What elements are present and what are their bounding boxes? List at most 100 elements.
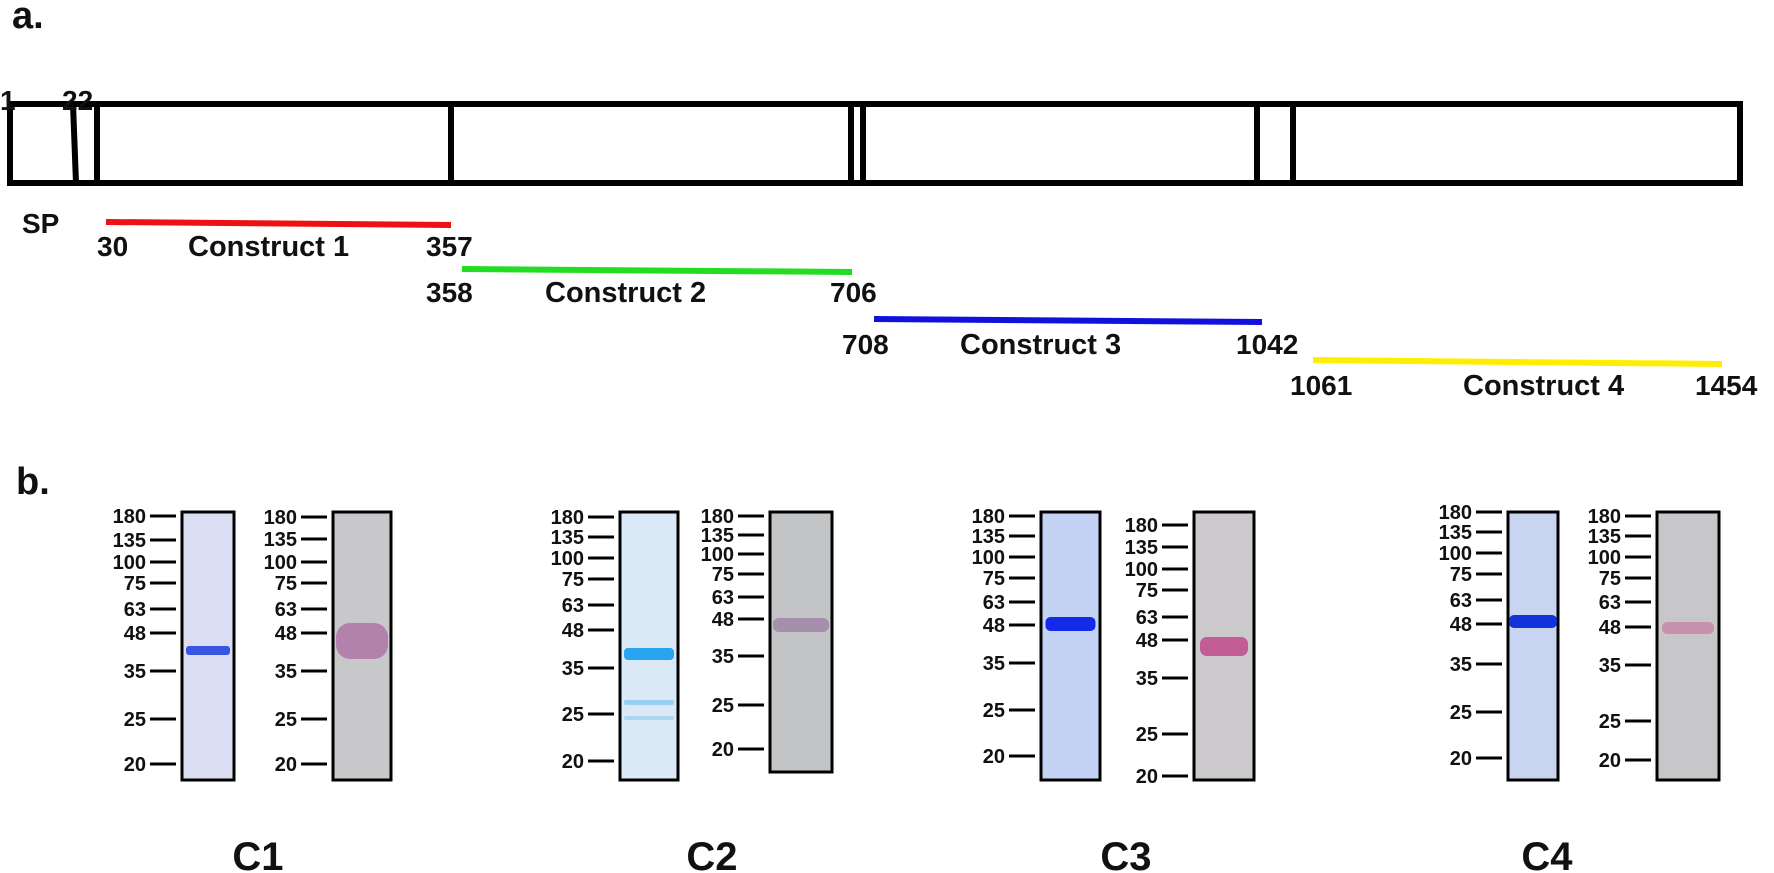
- construct-3-end: 1042: [1236, 329, 1298, 360]
- signal-peptide-label: SP: [22, 208, 59, 239]
- mw-marker-label: 75: [562, 569, 584, 591]
- mw-marker-label: 100: [701, 544, 734, 566]
- construct-1-line: [105, 219, 452, 228]
- mw-marker-label: 180: [264, 507, 297, 529]
- mw-marker-label: 75: [1599, 568, 1621, 590]
- construct-4-name: Construct 4: [1463, 370, 1624, 402]
- gel-title: C2: [686, 835, 737, 873]
- mw-marker-label: 75: [712, 564, 734, 586]
- construct-3-line: [873, 316, 1263, 325]
- mw-marker-label: 135: [701, 525, 734, 547]
- mw-marker-label: 35: [1599, 655, 1621, 677]
- mw-marker-label: 35: [983, 653, 1005, 675]
- protein-band: [336, 623, 388, 659]
- mw-marker-label: 135: [551, 527, 584, 549]
- faint-band: [624, 716, 674, 720]
- construct-2-name: Construct 2: [545, 277, 706, 309]
- protein-band: [1662, 622, 1714, 634]
- mw-marker-label: 100: [551, 548, 584, 570]
- western-blot-lane: [768, 510, 834, 774]
- panel-b: b. 1801351007563483525201801351007563483…: [16, 461, 1721, 873]
- coomassie-lane: [1506, 510, 1560, 782]
- panel-a: a. 1 22 SP 30 Construct 1 357 358 Constr…: [0, 0, 1758, 402]
- mw-marker-label: 135: [1588, 526, 1621, 548]
- domain-outline: [7, 101, 1743, 186]
- panel-b-label: b.: [16, 461, 50, 503]
- mw-marker-label: 35: [124, 661, 146, 683]
- protein-band: [186, 646, 230, 655]
- mw-marker-label: 100: [1125, 559, 1158, 581]
- gel-group-c3: 1801351007563483525201801351007563483525…: [972, 506, 1256, 873]
- mw-marker-label: 100: [1588, 547, 1621, 569]
- mw-marker-label: 180: [1439, 502, 1472, 524]
- protein-band: [1045, 617, 1096, 631]
- protein-band: [624, 648, 674, 660]
- mw-marker-label: 100: [972, 547, 1005, 569]
- mw-marker-label: 48: [1599, 617, 1621, 639]
- mw-marker-label: 25: [712, 695, 734, 717]
- mw-marker-label: 25: [124, 709, 146, 731]
- mw-marker-label: 48: [124, 623, 146, 645]
- mw-marker-label: 20: [1450, 748, 1472, 770]
- mw-marker-label: 63: [1599, 592, 1621, 614]
- gel-title: C1: [232, 835, 283, 873]
- mw-marker-label: 63: [124, 599, 146, 621]
- mw-marker-label: 25: [1136, 724, 1158, 746]
- mw-marker-label: 48: [275, 623, 297, 645]
- mw-marker-label: 48: [1450, 614, 1472, 636]
- gel-title: C4: [1521, 835, 1573, 873]
- mw-marker-label: 180: [972, 506, 1005, 528]
- mw-marker-label: 35: [562, 658, 584, 680]
- construct-3: 708 Construct 3 1042: [842, 316, 1298, 361]
- mw-marker-label: 180: [701, 506, 734, 528]
- faint-band: [624, 700, 674, 705]
- construct-2-line: [461, 266, 853, 275]
- mw-marker-label: 180: [1125, 515, 1158, 537]
- mw-marker-label: 20: [1136, 766, 1158, 788]
- mw-marker-label: 20: [1599, 750, 1621, 772]
- mw-marker-label: 100: [264, 552, 297, 574]
- mw-marker-label: 63: [712, 587, 734, 609]
- mw-marker-label: 75: [275, 573, 297, 595]
- construct-2-start: 358: [426, 277, 473, 308]
- gel-group-c2: 1801351007563483525201801351007563483525…: [551, 506, 834, 873]
- construct-3-start: 708: [842, 329, 889, 360]
- gel-group-c4: 1801351007563483525201801351007563483525…: [1439, 502, 1721, 873]
- mw-marker-label: 75: [983, 568, 1005, 590]
- mw-marker-label: 135: [264, 529, 297, 551]
- construct-1-end: 357: [426, 231, 473, 262]
- coomassie-lane: [618, 510, 680, 782]
- mw-marker-label: 35: [1450, 654, 1472, 676]
- protein-band: [1509, 615, 1557, 628]
- mw-marker-label: 63: [1136, 607, 1158, 629]
- construct-4-start: 1061: [1290, 370, 1352, 401]
- western-blot-lane: [1655, 510, 1721, 782]
- mw-marker-label: 180: [551, 507, 584, 529]
- construct-2: 358 Construct 2 706: [426, 266, 877, 309]
- mw-marker-label: 25: [275, 709, 297, 731]
- mw-marker-label: 63: [1450, 590, 1472, 612]
- mw-marker-label: 20: [275, 754, 297, 776]
- sp-end-position: 22: [62, 85, 93, 116]
- coomassie-lane: [1039, 510, 1102, 782]
- mw-marker-label: 180: [113, 506, 146, 528]
- construct-1: 30 Construct 1 357: [97, 219, 473, 263]
- mw-marker-label: 48: [712, 609, 734, 631]
- mw-marker-label: 63: [562, 595, 584, 617]
- mw-marker-label: 180: [1588, 506, 1621, 528]
- mw-marker-label: 25: [1450, 702, 1472, 724]
- mw-marker-label: 25: [1599, 711, 1621, 733]
- mw-marker-label: 135: [113, 530, 146, 552]
- construct-3-name: Construct 3: [960, 329, 1121, 361]
- mw-marker-label: 100: [113, 552, 146, 574]
- mw-marker-label: 25: [983, 700, 1005, 722]
- mw-marker-label: 20: [712, 739, 734, 761]
- mw-marker-label: 75: [1136, 580, 1158, 602]
